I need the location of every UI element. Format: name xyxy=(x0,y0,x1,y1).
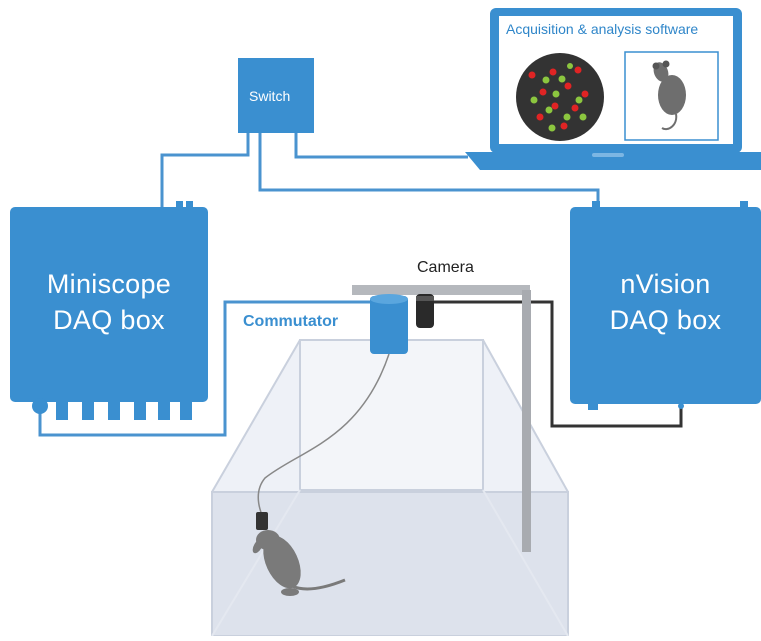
nvision-box-label-line1: nVision xyxy=(620,269,711,299)
cells-image xyxy=(516,53,604,141)
commutator-icon xyxy=(370,294,408,354)
miniscope-daq-box xyxy=(10,201,208,420)
miniscope-box-label-line2: DAQ box xyxy=(53,305,165,335)
cable-switch-laptop xyxy=(294,133,468,159)
tether xyxy=(257,353,390,516)
blue-cables xyxy=(38,133,600,437)
laptop-screen-title: Acquisition & analysis software xyxy=(506,21,699,37)
camera-mount xyxy=(352,285,531,552)
laptop-base xyxy=(465,152,761,170)
switch-box xyxy=(238,58,314,133)
nvision-box-label-line2: DAQ box xyxy=(609,305,722,335)
cable-switch-nvision xyxy=(258,133,600,208)
screen-mouse-icon xyxy=(652,60,686,131)
camera-label: Camera xyxy=(417,259,474,276)
miniscope-box-label-line1: Miniscope xyxy=(46,269,172,299)
cable-switch-miniscope xyxy=(160,133,250,208)
arena xyxy=(211,339,569,637)
camera-icon xyxy=(416,294,434,328)
nvision-daq-box xyxy=(570,201,761,410)
switch-label: Switch xyxy=(249,88,291,104)
cable-miniscope-commutator xyxy=(38,300,378,437)
cable-camera-nvision xyxy=(418,300,683,428)
commutator-label: Commutator xyxy=(243,313,339,330)
arena-back-wall xyxy=(299,339,484,491)
laptop xyxy=(465,8,761,170)
mouse-icon xyxy=(252,512,346,596)
